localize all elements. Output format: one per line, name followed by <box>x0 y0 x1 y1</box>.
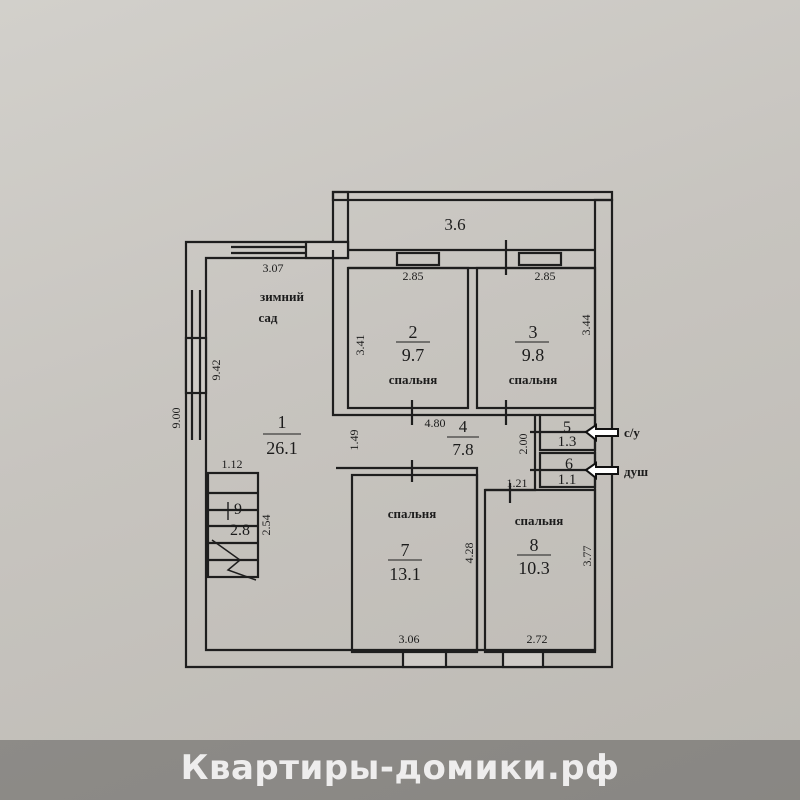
dim: 2.00 <box>516 434 530 455</box>
room-4-area: 7.8 <box>452 440 473 459</box>
room-5-area: 1.3 <box>558 434 577 450</box>
dim: 3.07 <box>263 261 284 275</box>
dim: 2.72 <box>527 632 548 646</box>
room-1-name: зимний <box>260 289 305 304</box>
room-8-area: 10.3 <box>518 558 550 578</box>
room-9-number: 9 <box>234 501 242 518</box>
arrow-icon <box>584 461 619 481</box>
room-1-number: 1 <box>278 412 287 432</box>
dim: 3.41 <box>353 335 367 356</box>
dim: 1.21 <box>507 476 528 490</box>
room-2-area: 9.7 <box>402 345 425 365</box>
arrows <box>584 423 619 481</box>
room-3-number: 3 <box>529 322 538 342</box>
room-5-label: с/у <box>624 425 640 440</box>
dim: 2.85 <box>403 269 424 283</box>
room-9-area: 2.8 <box>230 522 250 539</box>
dim: 3.77 <box>580 546 594 567</box>
room-8-name: спальня <box>515 513 564 528</box>
dim: 1.49 <box>347 430 361 451</box>
balcony-rail <box>331 190 614 202</box>
room-7-number: 7 <box>401 540 410 560</box>
dim: 2.85 <box>535 269 556 283</box>
room-1-area: 26.1 <box>266 438 298 458</box>
room-6-number: 6 <box>565 456 573 473</box>
watermark-band <box>0 740 800 800</box>
room-3-name: спальня <box>509 372 558 387</box>
arrow-icon <box>584 423 619 443</box>
dim: 9.00 <box>169 408 183 429</box>
room-5-number: 5 <box>563 419 571 436</box>
room-6-area: 1.1 <box>558 472 577 488</box>
watermark-logo: Квартиры-домики.рф <box>180 748 620 788</box>
room-2-name: спальня <box>389 372 438 387</box>
dim: 4.80 <box>425 416 446 430</box>
dim: 2.54 <box>259 515 273 536</box>
room-8-number: 8 <box>530 535 539 555</box>
room-7-area: 13.1 <box>389 564 421 584</box>
room-2-number: 2 <box>409 322 418 342</box>
walls <box>184 190 614 669</box>
dim: 3.06 <box>399 632 420 646</box>
dim: 3.44 <box>579 315 593 336</box>
dim-balcony: 3.6 <box>444 215 465 234</box>
room-4-number: 4 <box>459 417 468 436</box>
dim: 9.42 <box>209 360 223 381</box>
dim: 4.28 <box>462 543 476 564</box>
room-7-name: спальня <box>388 506 437 521</box>
room-1-name2: сад <box>258 310 277 325</box>
dim: 1.12 <box>222 457 243 471</box>
room-6-label: душ <box>624 464 648 479</box>
room-3-area: 9.8 <box>522 345 545 365</box>
